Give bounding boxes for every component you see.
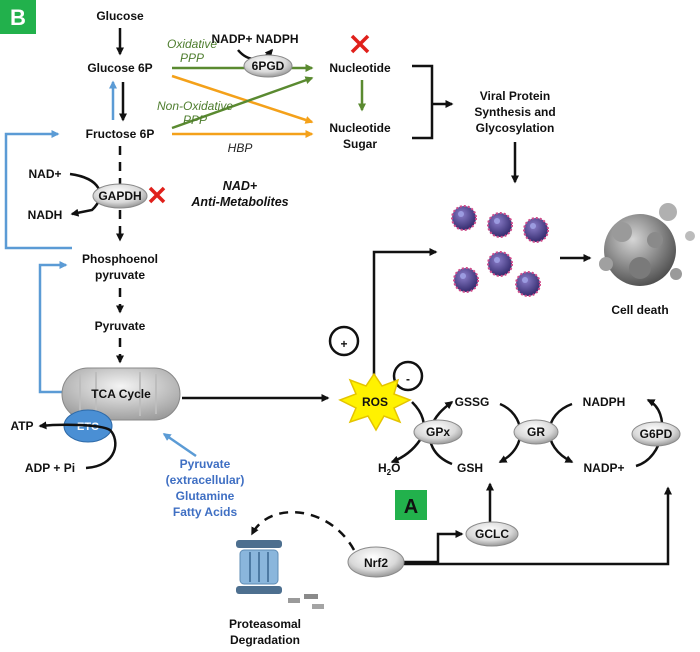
phosphoenol-label: Phosphoenol (82, 252, 158, 266)
arrow-nonox-ppp (171, 76, 314, 130)
atp-label: ATP (10, 419, 33, 433)
nadp-nadph-label: NADP+ NADPH (211, 32, 298, 46)
cell-death-label: Cell death (611, 303, 668, 317)
nad-antimetabolites-line1: NAD+ (223, 179, 258, 193)
gr-label: GR (527, 425, 545, 439)
glucose-label: Glucose (96, 9, 144, 23)
minus-circle-icon: - (392, 360, 424, 392)
virus-particles (451, 205, 549, 297)
arrow-ros-to-virus (372, 248, 438, 376)
nonox-ppp-line1: Non-Oxidative (157, 99, 233, 113)
arrow-inputs-to-tca (162, 432, 197, 458)
red-x-icon (148, 186, 166, 204)
virus-particle-icon (523, 217, 549, 243)
dying-cell-icon (599, 203, 695, 286)
plus-circle-icon: + (328, 325, 360, 357)
panel-b-text: B (10, 5, 26, 30)
nonox-ppp-line2: PPP (183, 113, 207, 127)
virus-particle-icon (515, 271, 541, 297)
nucleotide-sugar-line2: Sugar (343, 137, 377, 151)
gsh-label: GSH (457, 461, 483, 475)
input-extracellular-label: (extracellular) (166, 473, 245, 487)
nucleotide-label: Nucleotide (329, 61, 391, 75)
virus-particle-icon (453, 267, 479, 293)
arrow-gpx-to-h2o (390, 439, 422, 464)
6pgd-enzyme: 6PGD (243, 54, 293, 78)
arrow-nrf2-to-g6pd (404, 486, 672, 566)
oxidative-ppp-line1: Oxidative (167, 37, 217, 51)
arrow-adp-to-atp (38, 421, 117, 470)
proteasomal-line2: Degradation (230, 633, 300, 647)
gr-enzyme: GR (513, 419, 559, 445)
adp-pi-label: ADP + Pi (25, 461, 75, 475)
feedback-tca-to-pep (38, 261, 68, 394)
glucose-6p-label: Glucose 6P (87, 61, 152, 75)
nadh-label: NADH (28, 208, 63, 222)
arrow-g6p-to-nucleotide-sugar (171, 74, 314, 124)
panel-label-a: A (395, 490, 427, 520)
viral-protein-line2: Synthesis and (474, 105, 555, 119)
input-pyruvate-label: Pyruvate (180, 457, 231, 471)
input-glutamine-label: Glutamine (176, 489, 235, 503)
proteasome-icon (236, 540, 324, 609)
ros-burst-icon: ROS (338, 372, 412, 432)
nadph-label: NADPH (583, 395, 626, 409)
nad-antimetabolites-line2: Anti-Metabolites (190, 195, 288, 209)
bracket-nucleotides (412, 64, 434, 140)
panel-a-text: A (404, 496, 418, 518)
nad-plus-label: NAD+ (28, 167, 61, 181)
nrf2-label: Nrf2 (364, 556, 388, 570)
feedback-pep-to-f6p (4, 130, 72, 250)
oxidative-ppp-line2: PPP (180, 51, 204, 65)
minus-label: - (406, 372, 410, 386)
g6pd-label: G6PD (640, 427, 673, 441)
hbp-label: HBP (228, 141, 253, 155)
viral-protein-line3: Glycosylation (476, 121, 555, 135)
mitochondrion-icon: TCA Cycle (61, 367, 181, 421)
h2o-label: H2O (378, 461, 400, 477)
input-fatty-acids-label: Fatty Acids (173, 505, 238, 519)
g6pd-enzyme: G6PD (631, 421, 681, 447)
virus-particle-icon (487, 251, 513, 277)
tca-cycle-label: TCA Cycle (91, 387, 151, 401)
nrf2-factor: Nrf2 (347, 546, 405, 578)
nadp-plus-label: NADP+ (583, 461, 624, 475)
gclc-label: GCLC (475, 527, 509, 541)
panel-label-b: B (0, 0, 36, 34)
arrow-nrf2-to-gclc (404, 530, 464, 564)
gapdh-label: GAPDH (98, 189, 141, 203)
gclc-enzyme: GCLC (465, 521, 519, 547)
6pgd-label: 6PGD (252, 59, 285, 73)
virus-particle-icon (451, 205, 477, 231)
red-x-icon (350, 34, 370, 54)
pyruvate-line2-label: pyruvate (95, 268, 145, 282)
gpx-label: GPx (426, 425, 450, 439)
proteasomal-line1: Proteasomal (229, 617, 301, 631)
gpx-enzyme: GPx (413, 419, 463, 445)
arrow-nrf2-to-proteasome (250, 511, 356, 551)
ros-label: ROS (362, 395, 388, 409)
gssg-label: GSSG (455, 395, 490, 409)
viral-protein-line1: Viral Protein (480, 89, 550, 103)
nucleotide-sugar-line1: Nucleotide (329, 121, 391, 135)
plus-label: + (340, 337, 347, 351)
fructose-6p-label: Fructose 6P (86, 127, 155, 141)
gapdh-enzyme: GAPDH (92, 183, 148, 209)
pyruvate-label: Pyruvate (95, 319, 146, 333)
virus-particle-icon (487, 212, 513, 238)
